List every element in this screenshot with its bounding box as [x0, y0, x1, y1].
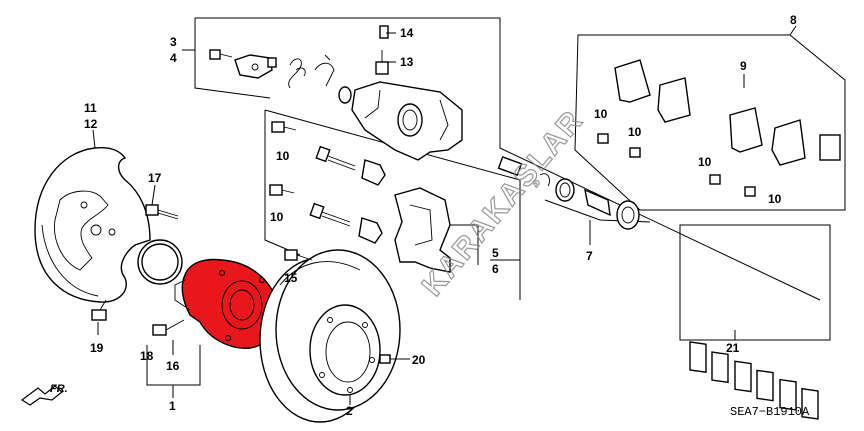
o-ring	[137, 239, 183, 285]
callout-7: 7	[586, 249, 593, 263]
brake-disc	[259, 249, 401, 423]
callout-10-d: 10	[628, 125, 642, 139]
leader-lines	[92, 25, 797, 405]
bolts-10-left	[269, 121, 297, 196]
callout-18: 18	[140, 349, 154, 363]
callout-3: 3	[170, 35, 177, 49]
hub-bolt-17	[145, 204, 179, 220]
slide-pin-upper	[315, 145, 386, 186]
front-direction-arrow: FR.	[20, 383, 68, 406]
callout-21: 21	[726, 341, 740, 355]
callout-5: 5	[492, 246, 499, 260]
callout-8: 8	[790, 13, 797, 27]
callout-16: 16	[166, 359, 180, 373]
front-label: FR.	[50, 383, 68, 395]
slide-pin-lower	[309, 202, 383, 244]
caliper-bracket	[394, 187, 451, 273]
callout-10-f: 10	[768, 192, 782, 206]
callout-20: 20	[412, 353, 426, 367]
callout-11: 11	[84, 101, 97, 115]
splash-shield	[34, 147, 151, 303]
callout-12: 12	[84, 117, 98, 131]
callout-6: 6	[492, 262, 499, 276]
screw-19	[91, 299, 107, 321]
caliper-small-parts	[209, 49, 352, 104]
callout-17: 17	[148, 171, 162, 185]
shim-kit	[689, 341, 819, 420]
callout-10-e: 10	[698, 155, 712, 169]
assembly-outline-shim-kit	[679, 224, 831, 341]
assembly-outline-caliper	[194, 17, 821, 301]
bleeder-screw-14	[379, 25, 389, 39]
pad-bolts-10	[597, 133, 756, 197]
callout-14: 14	[400, 26, 414, 40]
pad-set-lower	[729, 107, 841, 166]
callout-10-a: 10	[276, 149, 290, 163]
callout-15: 15	[284, 271, 298, 285]
pad-set-upper	[614, 59, 691, 123]
callout-1: 1	[169, 399, 176, 413]
hub-bolt-16	[152, 319, 185, 336]
callout-4: 4	[170, 51, 177, 65]
piston-assembly	[497, 156, 640, 230]
callout-9: 9	[740, 59, 747, 73]
callout-10-b: 10	[270, 210, 284, 224]
bolt-15	[284, 249, 313, 261]
diagram-code: SEA7−B1910A	[730, 405, 810, 419]
callout-19: 19	[90, 341, 104, 355]
callout-2: 2	[346, 404, 353, 418]
caliper-body	[351, 50, 463, 161]
callout-13: 13	[400, 55, 414, 69]
callout-10-c: 10	[594, 107, 608, 121]
